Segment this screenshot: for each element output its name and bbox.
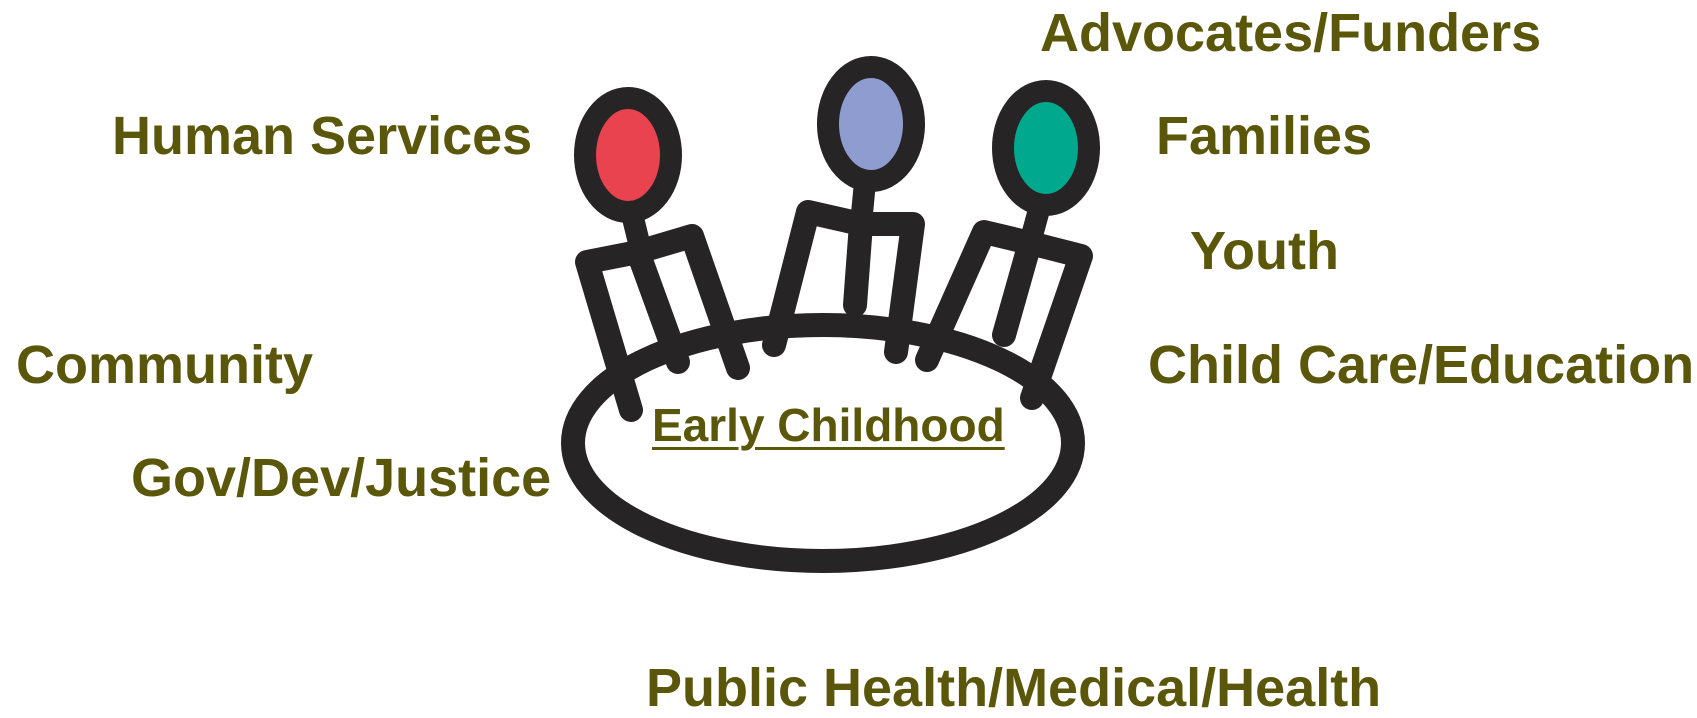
stakeholder-human-services: Human Services	[112, 106, 533, 166]
right-figure-head	[992, 80, 1100, 216]
stakeholder-families: Families	[1156, 106, 1373, 166]
left-figure	[574, 87, 750, 422]
stakeholder-gov-dev-justice: Gov/Dev/Justice	[131, 448, 552, 508]
stakeholder-advocates-funders: Advocates/Funders	[1040, 3, 1542, 63]
center-label: Early Childhood	[652, 399, 1005, 451]
stakeholder-child-care-education: Child Care/Education	[1148, 335, 1695, 395]
center-figure	[762, 56, 925, 364]
stakeholder-public-health: Public Health/Medical/Health	[646, 658, 1382, 718]
stakeholder-youth: Youth	[1190, 221, 1339, 281]
table-oval	[561, 313, 1085, 573]
center-figure-head	[817, 56, 925, 192]
right-figure	[915, 80, 1100, 410]
left-figure-head	[574, 87, 682, 223]
stakeholder-community: Community	[16, 335, 313, 395]
